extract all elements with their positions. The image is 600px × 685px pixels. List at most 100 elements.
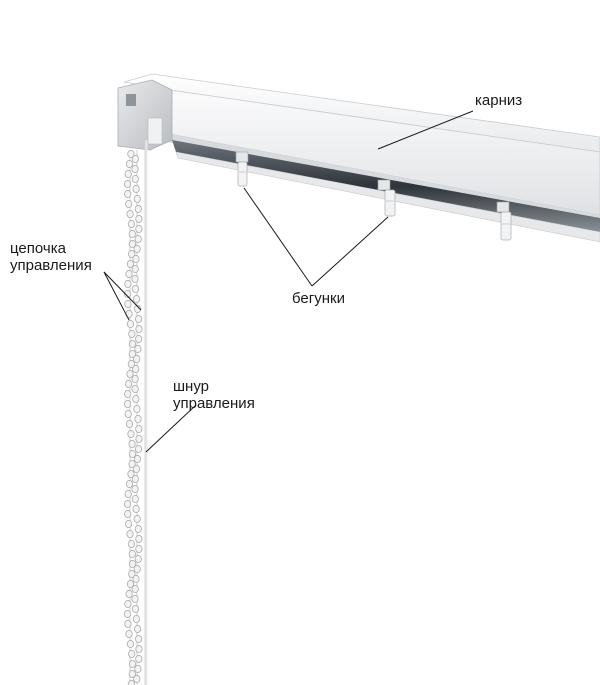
chain-bead — [133, 354, 141, 363]
chain-bead — [135, 324, 143, 333]
chain-bead — [134, 525, 142, 534]
chain-bead — [127, 469, 135, 478]
label-control-cord-line1: шнур — [173, 378, 209, 395]
chain-bead — [133, 565, 141, 574]
chain-bead — [133, 515, 141, 524]
chain-bead — [125, 520, 133, 529]
leader-lines — [103, 110, 474, 453]
chain-bead — [132, 394, 140, 403]
chain-bead — [128, 349, 136, 358]
chain-bead — [128, 229, 136, 238]
chain-bead — [126, 580, 135, 589]
chain-bead — [134, 625, 142, 634]
chain-bead — [132, 615, 140, 624]
chain-bead — [128, 439, 136, 448]
chain-bead — [125, 199, 133, 208]
chain-bead — [131, 474, 139, 483]
chain-bead — [132, 464, 140, 473]
chain-bead — [131, 374, 139, 383]
chain-bead — [126, 259, 134, 268]
chain-bead — [128, 239, 136, 248]
leader-cord — [145, 404, 197, 453]
chain-bead — [131, 154, 139, 163]
chain-bead — [126, 319, 135, 328]
chain-bead — [135, 314, 143, 323]
chain-bead — [128, 329, 136, 338]
rail — [117, 73, 600, 243]
chain-bead — [132, 254, 140, 263]
chain-bead — [131, 595, 139, 604]
chain-bead — [128, 650, 136, 659]
chain-bead — [127, 219, 135, 228]
rail-end-cap — [117, 79, 173, 151]
label-control-chain-line1: цепочка — [10, 240, 66, 257]
chain-bead — [124, 509, 132, 518]
chain-bead — [124, 620, 132, 629]
chain-bead — [123, 610, 132, 619]
label-control-cord-line2: управления — [173, 395, 255, 412]
chain-bead — [128, 449, 137, 458]
control-chain — [123, 149, 143, 685]
label-control-cord: шнур управления — [173, 378, 255, 412]
label-runners: бегунки — [292, 290, 345, 307]
chain-bead — [135, 334, 143, 343]
chain-bead — [135, 434, 143, 443]
chain-bead — [123, 499, 132, 508]
chain-bead — [131, 164, 139, 173]
chain-bead — [128, 660, 136, 669]
chain-bead — [135, 635, 143, 644]
chain-bead — [127, 680, 135, 685]
chain-bead — [135, 214, 143, 223]
chain-bead — [128, 459, 136, 468]
chain-bead — [131, 174, 139, 183]
runners — [235, 151, 512, 241]
chain-bead — [128, 560, 137, 569]
chain-bead — [131, 494, 139, 503]
chain-bead — [133, 454, 142, 463]
chain-bead — [133, 675, 141, 684]
chain-bead — [134, 204, 142, 213]
label-control-chain: цепочка управления — [10, 240, 92, 274]
chain-bead — [135, 535, 143, 544]
chain-bead — [125, 590, 133, 599]
chain-bead — [125, 630, 133, 639]
chain-bead — [131, 274, 139, 283]
chain-bead — [134, 555, 142, 564]
chain-bead — [128, 570, 136, 579]
chain-bead — [131, 384, 139, 393]
chain-bead — [126, 369, 134, 378]
chain-bead — [131, 484, 139, 493]
chain-bead — [134, 234, 142, 243]
chain-bead — [123, 289, 132, 298]
leader-runner-1 — [243, 187, 313, 287]
chain-bead — [135, 545, 143, 554]
chain-bead — [132, 294, 141, 303]
chain-bead — [131, 264, 139, 273]
chain-bead — [126, 209, 134, 218]
chain-bead — [128, 550, 136, 559]
chain-bead — [134, 665, 142, 674]
runner — [235, 151, 249, 187]
leader-chain-2 — [103, 271, 142, 311]
chain-bead — [131, 605, 140, 614]
chain-bead — [135, 424, 143, 433]
chain-bead — [133, 244, 141, 253]
chain-bead — [124, 389, 132, 398]
chain-bead — [124, 399, 132, 408]
chain-bead — [125, 159, 133, 168]
chain-bead — [124, 409, 132, 418]
chain-bead — [127, 540, 135, 549]
chain-bead — [123, 179, 132, 188]
chain-bead — [127, 359, 135, 368]
chain-bead — [131, 284, 140, 293]
chain-bead — [124, 169, 132, 178]
chain-bead — [132, 184, 140, 193]
chain-bead — [124, 299, 132, 308]
leader-runner-2 — [311, 216, 389, 287]
chain-bead — [124, 279, 132, 288]
chain-bead — [132, 575, 140, 584]
chain-bead — [132, 504, 140, 513]
chain-bead — [135, 224, 143, 233]
leader-chain-1 — [103, 271, 130, 321]
